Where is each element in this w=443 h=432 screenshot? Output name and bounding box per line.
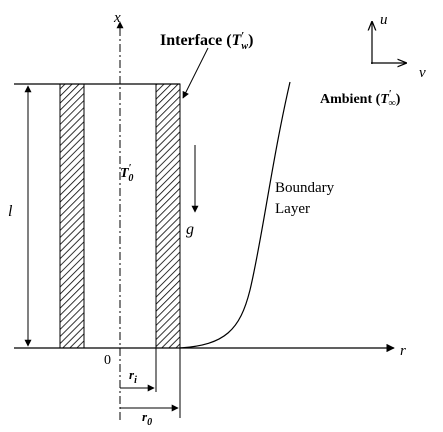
boundary-layer-label-1: Boundary — [275, 180, 335, 196]
right-wall — [155, 83, 181, 349]
u-label: u — [380, 12, 388, 28]
origin-label: 0 — [104, 353, 111, 368]
x-axis-label: x — [113, 10, 121, 26]
interface-label: Interface (T′w) — [160, 30, 253, 52]
ri-label: ri — [129, 367, 137, 386]
length-label: l — [8, 203, 13, 220]
interface-pointer — [182, 47, 209, 99]
v-label: v — [419, 65, 426, 81]
r-axis-label: r — [400, 343, 406, 359]
boundary-layer-label-2: Layer — [275, 201, 310, 217]
r0-label: r0 — [142, 409, 152, 428]
gravity-label: g — [186, 221, 194, 238]
left-wall — [59, 83, 85, 349]
ambient-label: Ambient (T′∞) — [320, 89, 401, 109]
boundary-layer-curve — [179, 81, 291, 349]
core-temperature-label: T′0 — [120, 163, 133, 184]
